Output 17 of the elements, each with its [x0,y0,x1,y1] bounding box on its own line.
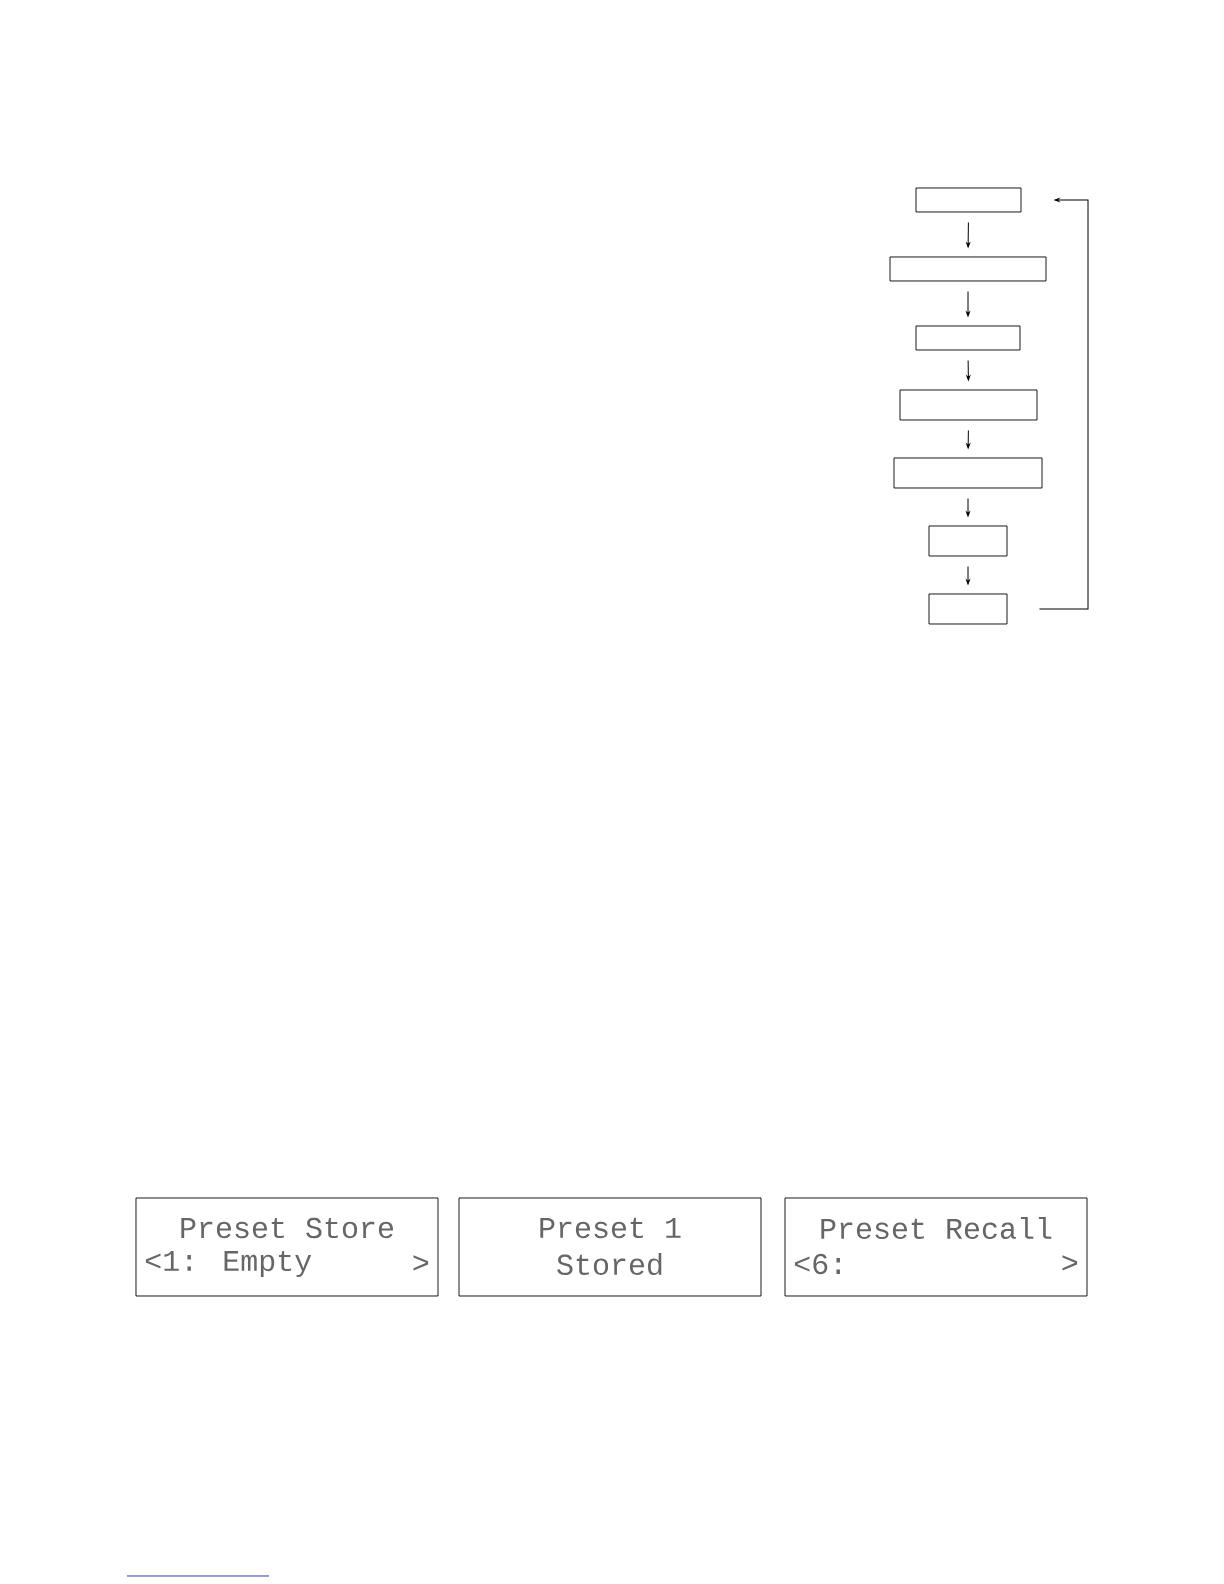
lcd-display: Preset Store <1: Empty > [135,1197,439,1297]
flow-box [893,457,1043,489]
arrow [966,221,971,248]
lcd-display: Preset Recall <6: > [784,1197,1088,1297]
arrow [966,359,971,381]
lcd-display: Preset 1 Stored [458,1197,762,1297]
arrow [966,565,970,585]
flow-box [889,256,1047,282]
arrow [966,497,970,517]
flow-box [899,389,1038,421]
arrow [966,290,970,317]
flow-box [928,593,1008,625]
arrow [966,429,971,449]
flow-box [928,525,1008,557]
arrow [1038,198,1089,610]
flow-box [915,325,1021,351]
flow-box [915,187,1022,213]
